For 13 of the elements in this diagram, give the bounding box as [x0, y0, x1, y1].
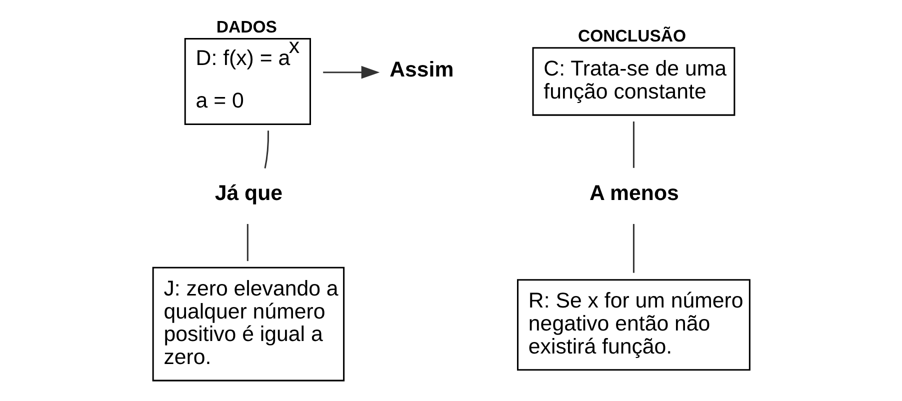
connector [246, 224, 248, 262]
node-box: C: Trata-se de uma função constante [532, 47, 736, 116]
arrow [323, 66, 380, 79]
node-text: Assim [390, 57, 454, 82]
node-text: Já que [214, 181, 283, 206]
connector [632, 122, 634, 168]
connector [632, 224, 634, 273]
connector [264, 130, 270, 168]
node-text: A menos [589, 181, 679, 206]
node-label: DADOS [216, 17, 277, 36]
node-box: J: zero elevando a qualquer número positivo é igual a zero. [152, 266, 345, 382]
node-label: CONCLUSÃO [578, 26, 686, 46]
node-box: R: Se x for um número negativo então não existirá função. [517, 279, 750, 371]
